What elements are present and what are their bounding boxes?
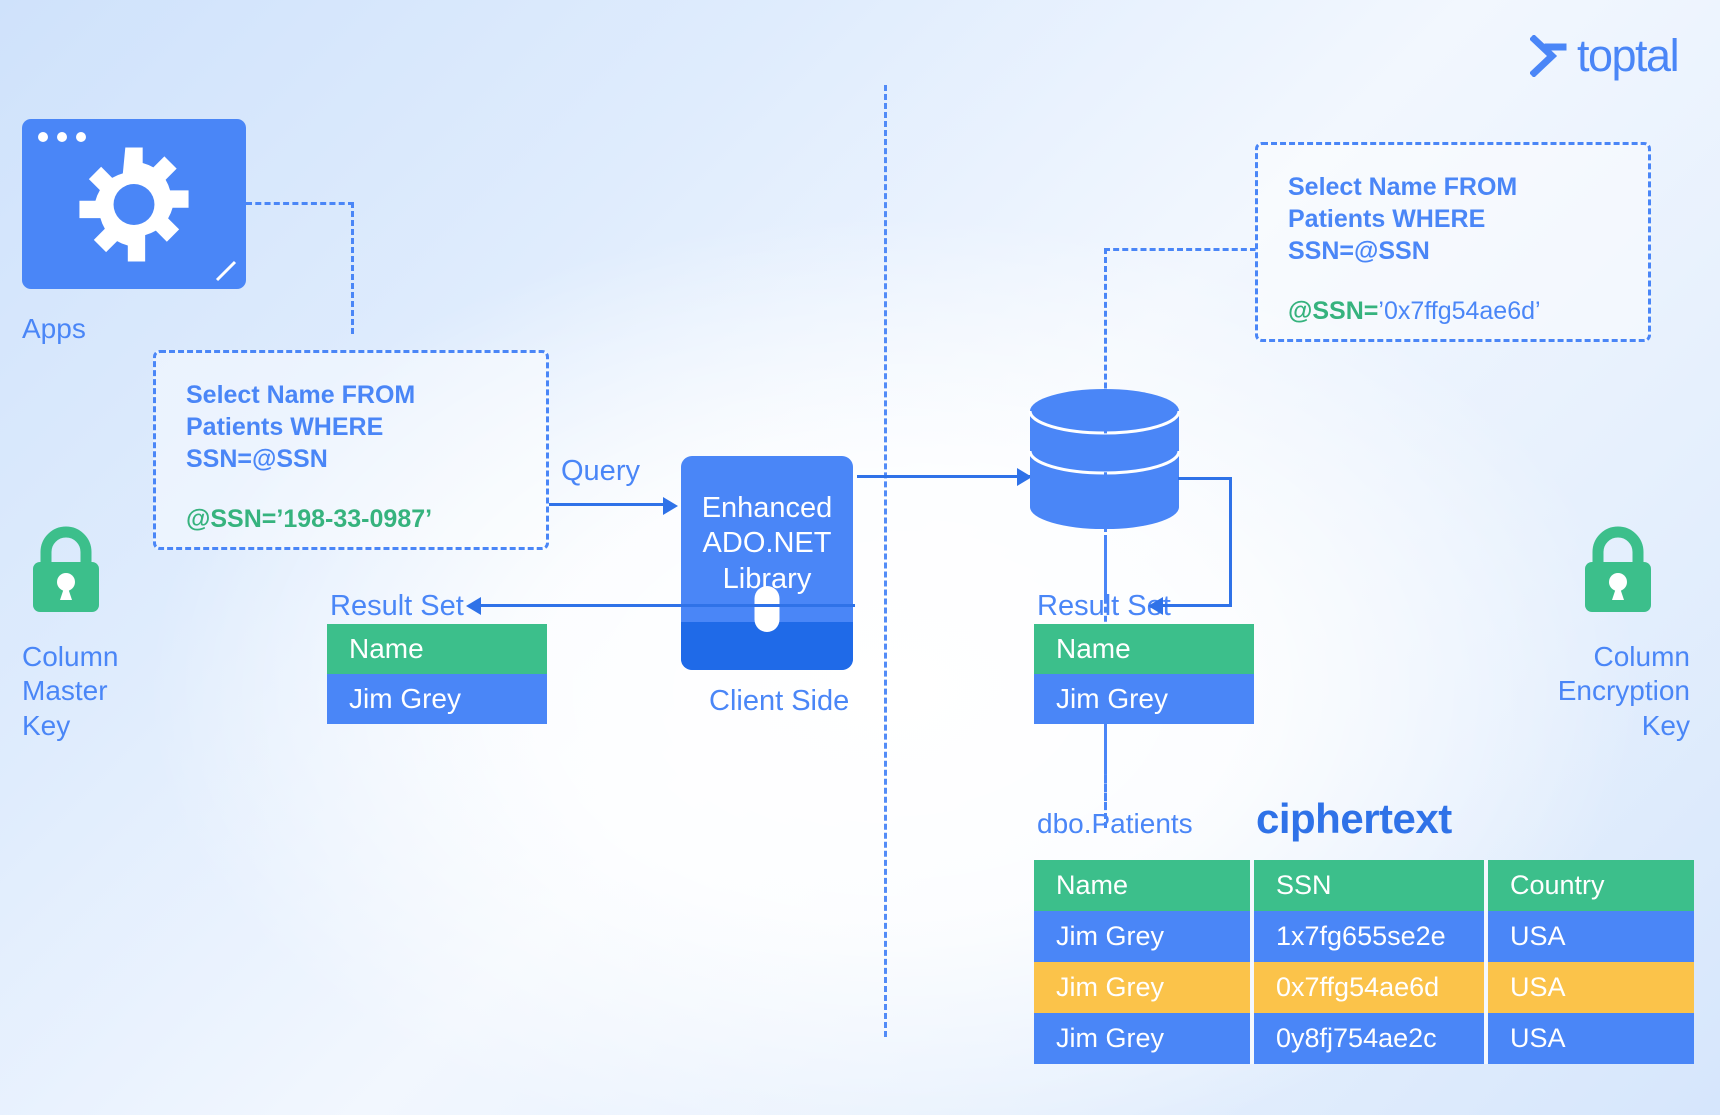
sql-line-2: Patients WHERE SSN=@SSN xyxy=(186,413,384,473)
table-header-row: Name xyxy=(327,624,547,674)
client-server-divider xyxy=(884,85,887,1037)
line-result-set-right-horizontal xyxy=(1152,604,1232,607)
table-row: Jim Grey xyxy=(327,674,547,724)
window-dots-icon xyxy=(38,132,86,142)
table-header-row: Name SSN Country xyxy=(1034,860,1694,911)
cell-name: Jim Grey xyxy=(1056,683,1168,714)
patients-table: Name SSN Country Jim Grey 1x7fg655se2e U… xyxy=(1034,860,1694,1064)
column-header: Name xyxy=(1056,633,1131,664)
line-db-out xyxy=(1178,477,1232,480)
line-result-set-right-vertical xyxy=(1229,477,1232,607)
cell-ssn: 1x7fg655se2e xyxy=(1254,911,1488,962)
cell-country: USA xyxy=(1488,911,1694,962)
apps-label: Apps xyxy=(22,313,86,344)
line-client-to-db xyxy=(857,475,1033,478)
arrowhead-result-set-left xyxy=(466,597,481,615)
toptal-wordmark: toptal xyxy=(1577,30,1680,81)
cell-name: Jim Grey xyxy=(1034,911,1254,962)
client-line-1: Enhanced xyxy=(701,491,833,524)
cell-name: Jim Grey xyxy=(349,683,461,714)
connector-db-to-patients-table xyxy=(1104,700,1107,808)
sql-param-line: @SSN=’198-33-0987’ xyxy=(186,505,516,534)
table-row: Jim Grey 0y8fj754ae2c USA xyxy=(1034,1013,1694,1064)
client-side-label: Client Side xyxy=(709,685,850,717)
gear-icon xyxy=(72,143,196,272)
table-header-row: Name xyxy=(1034,624,1254,674)
result-set-label-left: Result Set xyxy=(330,590,464,622)
plaintext-query-box: Select Name FROM Patients WHERE SSN=@SSN… xyxy=(153,350,549,550)
connector-db-to-result-set xyxy=(1104,538,1107,598)
toptal-chevron-icon xyxy=(1530,35,1570,77)
result-set-table-right: Name Jim Grey xyxy=(1034,624,1254,724)
ciphertext-query-box: Select Name FROM Patients WHERE SSN=@SSN… xyxy=(1255,142,1651,342)
cmk-line-2: Master xyxy=(22,675,108,707)
client-line-2: ADO.NET xyxy=(702,527,832,560)
sql-line-1: Select Name FROM xyxy=(186,381,416,409)
sql-line-1: Select Name FROM xyxy=(1288,173,1518,201)
sql-param-prefix: @SSN= xyxy=(1288,297,1379,325)
patients-table-name: dbo.Patients xyxy=(1037,808,1193,839)
sql-param-line: @SSN=’0x7ffg54ae6d’ xyxy=(1288,297,1618,326)
resize-handle-icon xyxy=(215,260,237,282)
cell-country: USA xyxy=(1488,1013,1694,1064)
cek-line-2: Encryption xyxy=(1557,675,1690,707)
column-master-key-label: Column Master Key xyxy=(22,640,242,743)
cek-line-3: Key xyxy=(1641,709,1690,741)
cell-ssn: 0y8fj754ae2c xyxy=(1254,1013,1488,1064)
cell-country: USA xyxy=(1488,962,1694,1013)
toptal-logo: toptal xyxy=(1530,30,1680,82)
line-result-set-left xyxy=(470,604,855,607)
column-header-name: Name xyxy=(1034,860,1254,911)
column-header-ssn: SSN xyxy=(1254,860,1488,911)
query-arrow-label: Query xyxy=(561,455,640,487)
cmk-line-3: Key xyxy=(22,709,71,741)
table-row: Jim Grey 1x7fg655se2e USA xyxy=(1034,911,1694,962)
table-row: Jim Grey xyxy=(1034,674,1254,724)
column-master-key-icon xyxy=(27,522,105,623)
column-header-country: Country xyxy=(1488,860,1694,911)
arrowhead-to-db xyxy=(1017,468,1032,486)
cek-line-1: Column xyxy=(1593,641,1690,672)
column-header: Name xyxy=(349,633,424,664)
result-set-table-left: Name Jim Grey xyxy=(327,624,547,724)
apps-window-gear-icon xyxy=(22,119,246,289)
sql-line-2: Patients WHERE SSN=@SSN xyxy=(1288,205,1486,265)
enhanced-ado-net-library-box: Enhanced ADO.NET Library xyxy=(681,456,853,670)
cell-name: Jim Grey xyxy=(1034,962,1254,1013)
arrowhead-result-set-right xyxy=(1148,597,1163,615)
table-row-highlighted: Jim Grey 0x7ffg54ae6d USA xyxy=(1034,962,1694,1013)
sql-param-value: ’0x7ffg54ae6d’ xyxy=(1378,297,1541,325)
connector-apps-to-query xyxy=(246,202,354,334)
ciphertext-title: ciphertext xyxy=(1256,795,1452,842)
column-encryption-key-icon xyxy=(1579,522,1657,623)
cell-name: Jim Grey xyxy=(1034,1013,1254,1064)
home-button-icon xyxy=(754,586,780,632)
column-encryption-key-label: Column Encryption Key xyxy=(1450,640,1690,743)
cell-ssn: 0x7ffg54ae6d xyxy=(1254,962,1488,1013)
sql-param-value: ’198-33-0987’ xyxy=(276,505,433,533)
sql-param-prefix: @SSN= xyxy=(186,505,277,533)
query-arrow xyxy=(549,497,679,515)
cmk-line-1: Column xyxy=(22,641,119,672)
connector-db-to-ciphertext-query xyxy=(1104,248,1256,828)
